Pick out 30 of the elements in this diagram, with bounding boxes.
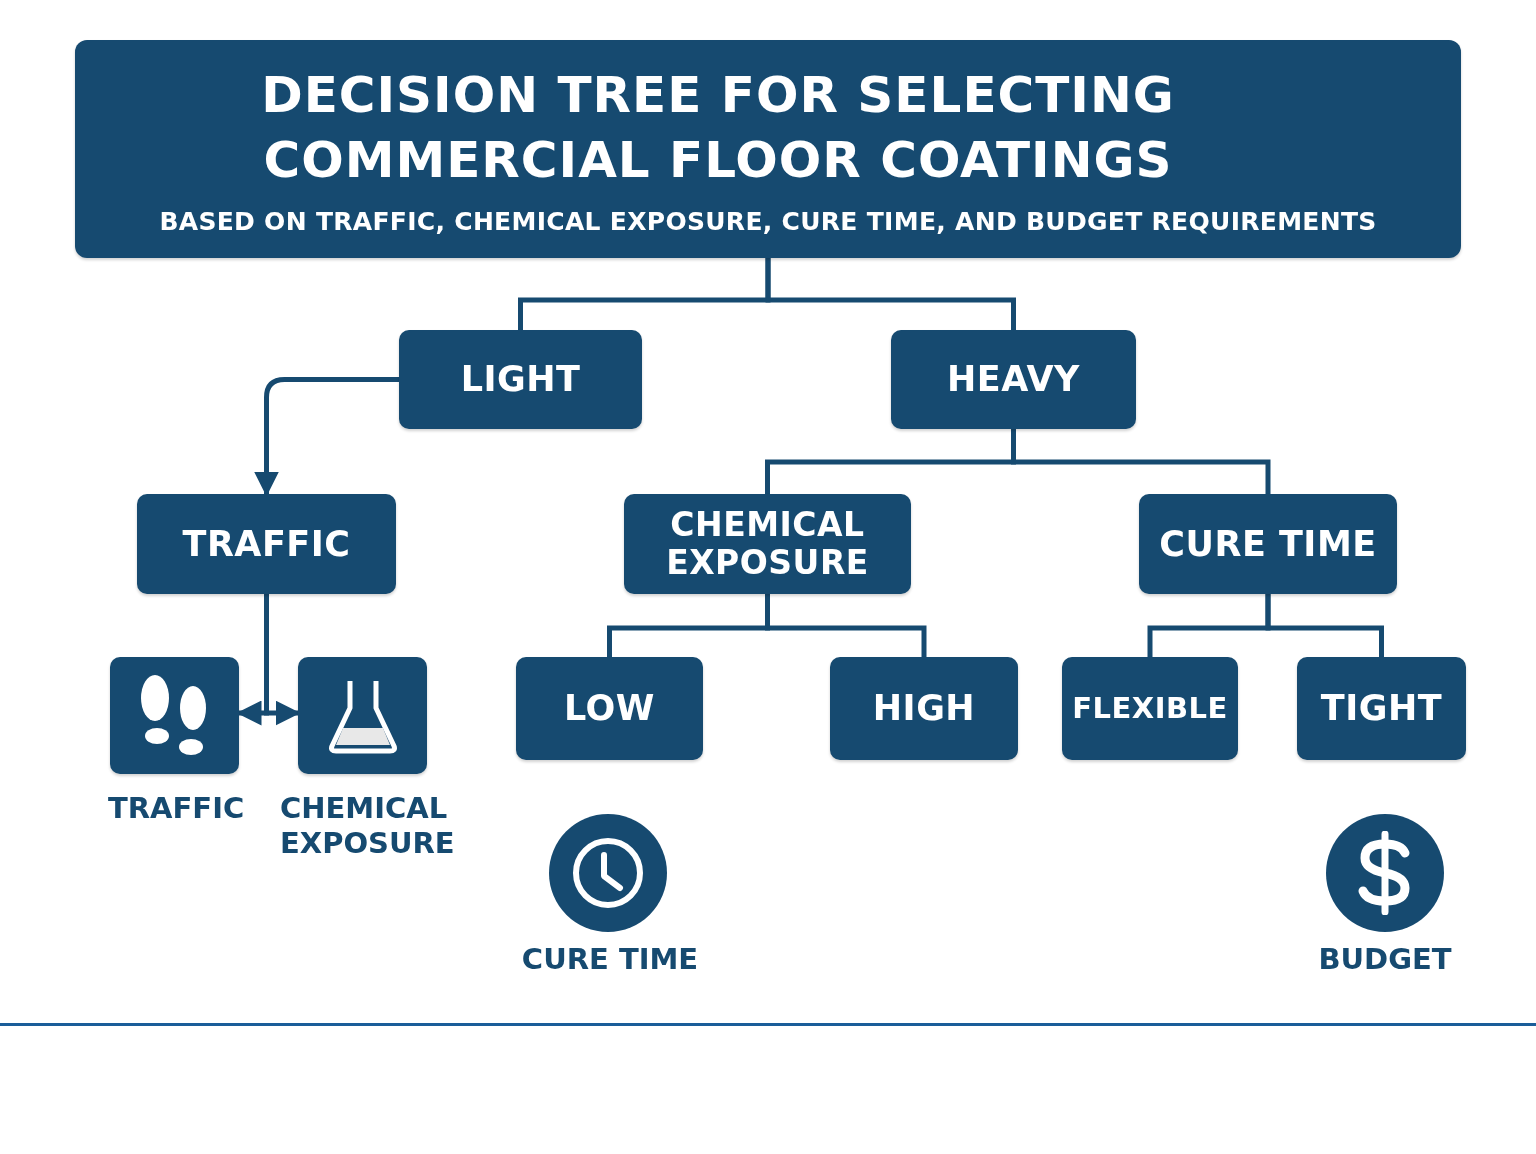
node-label: TRAFFIC xyxy=(181,523,352,565)
decision-box xyxy=(830,657,1018,760)
decision-box xyxy=(1297,657,1466,760)
decision-box xyxy=(137,494,396,594)
node-label: LIGHT xyxy=(459,359,582,400)
title-banner xyxy=(75,40,1461,258)
decision-box xyxy=(516,657,703,760)
title: DECISION TREE FOR SELECTING COMMERCIAL FLOOR COATINGS xyxy=(260,64,1176,191)
arrow xyxy=(254,377,399,497)
connector-line xyxy=(765,258,1016,330)
node-label: HIGH xyxy=(871,688,977,729)
node-label: TIGHT xyxy=(1319,688,1444,729)
node-label: CHEMICAL EXPOSURE xyxy=(665,506,870,582)
connector-line xyxy=(1265,594,1384,657)
node-label: HEAVY xyxy=(946,359,1081,400)
icon-caption: CURE TIME xyxy=(521,942,699,976)
icon-caption: BUDGET xyxy=(1318,942,1452,976)
decision-box xyxy=(891,330,1136,429)
decision-box xyxy=(1062,657,1238,760)
decision-box xyxy=(624,494,911,594)
subtitle: BASED ON TRAFFIC, CHEMICAL EXPOSURE, CURE TIME, AND BUDGET REQUIREMENTS xyxy=(159,206,1377,236)
node-label: FLEXIBLE xyxy=(1071,691,1229,726)
connector-line xyxy=(765,594,927,657)
decision-box xyxy=(1139,494,1397,594)
node-label: LOW xyxy=(563,688,656,729)
decision-box xyxy=(399,330,642,429)
icon-caption: CHEMICAL EXPOSURE xyxy=(280,791,456,861)
icon-caption: TRAFFIC xyxy=(108,791,246,826)
arrow xyxy=(264,594,301,726)
node-label: CURE TIME xyxy=(1158,523,1378,565)
